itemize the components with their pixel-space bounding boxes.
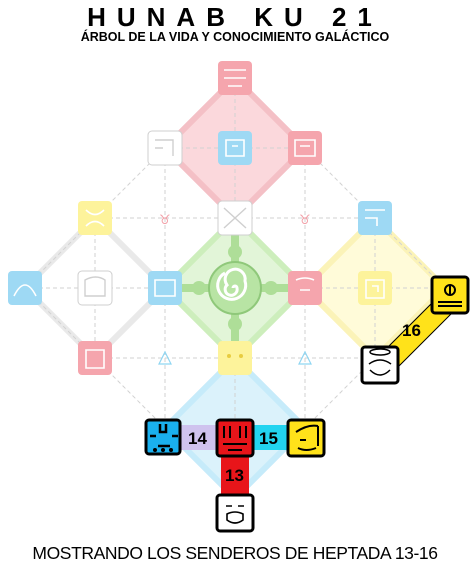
sprout-symbol-left: ♉ <box>159 213 171 228</box>
glyph-detail-yellow-left <box>85 209 105 227</box>
green-node-right <box>264 281 278 295</box>
glyph-tile-white-left <box>77 270 113 306</box>
diagram-subtitle: ÁRBOL DE LA VIDA Y CONOCIMIENTO GALÁCTIC… <box>80 30 390 44</box>
diagram-title: HUNAB KU 21 <box>87 2 383 32</box>
glyph-tile-white-face-right <box>360 345 400 385</box>
green-node-left <box>192 281 206 295</box>
glyph-detail-blue-center-left <box>154 279 176 297</box>
path-15-band <box>252 425 289 450</box>
glyph-detail-red-top <box>224 69 246 87</box>
glyph-tile-yellow-sun <box>430 275 470 315</box>
glyph-detail-white-center-top <box>223 207 247 229</box>
path-13-number: 13 <box>225 466 244 485</box>
glyph-tile-blue-far-left <box>8 271 42 305</box>
glyph-detail-blue-upper <box>225 139 245 157</box>
triangle-symbol-left <box>158 350 172 365</box>
green-node-top <box>228 245 242 259</box>
spiral-icon <box>216 267 248 301</box>
glyph-tile-yellow-center-bottom <box>218 341 252 375</box>
green-node-bottom <box>228 317 242 331</box>
glyph-detail-white-left <box>84 276 106 297</box>
glyph-tile-yellow-left <box>78 201 112 235</box>
glyph-detail-yellow-center-right <box>365 279 385 299</box>
glyph-tile-blue-storm <box>144 418 182 456</box>
glyph-dot-yellow-center-bottom-right <box>239 354 243 358</box>
glyph-detail-blue-right <box>365 209 385 226</box>
glyph-detail-blue-far-left <box>13 284 37 297</box>
sprout-symbol-right: ♉ <box>299 213 311 228</box>
glyph-detail-white-upper-left <box>155 139 174 156</box>
path-13-band <box>221 455 249 495</box>
path-16-number: 16 <box>402 321 421 340</box>
glyph-tile-red-center-right <box>288 271 322 305</box>
glyph-tile-red-lower-left <box>78 341 112 375</box>
glyph-tile-white-wind-bottom <box>215 493 255 533</box>
glyph-tile-yellow-warrior <box>286 418 326 458</box>
caption: MOSTRANDO LOS SENDEROS DE HEPTADA 13-16 <box>32 543 438 563</box>
glyph-tile-red-upper-right <box>288 131 322 165</box>
glyph-tile-red-dragon <box>215 418 255 458</box>
glyph-detail-red-center-right <box>295 277 315 291</box>
glyph-dot-yellow-center-bottom-left <box>227 354 231 358</box>
path-14-band <box>181 425 218 450</box>
path-14-number: 14 <box>188 429 207 448</box>
glyph-detail-red-upper-right <box>294 139 316 157</box>
glyph-tile-blue-upper <box>218 131 252 165</box>
glyph-tile-white-upper-left <box>147 130 183 166</box>
glyph-tile-blue-center-left <box>148 271 182 305</box>
glyph-tile-yellow-center-right <box>358 271 392 305</box>
triangle-symbol-right <box>298 350 312 365</box>
path-15-number: 15 <box>259 429 278 448</box>
glyph-detail-red-lower-left <box>85 349 105 369</box>
